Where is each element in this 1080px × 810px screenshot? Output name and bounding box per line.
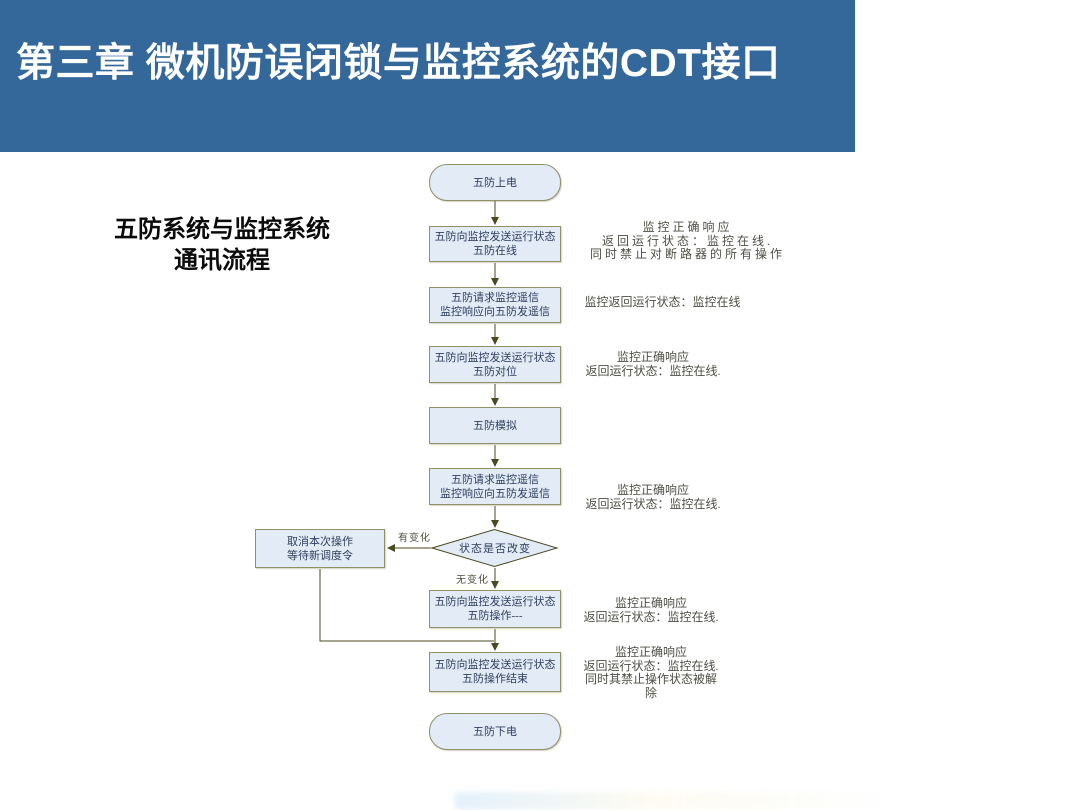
node-cancel: 取消本次操作 等待新调度令 (255, 529, 385, 568)
node-request-telemetry-2: 五防请求监控遥信 监控响应向五防发遥信 (429, 468, 561, 505)
annotation-finish: 监控正确响应 返回运行状态：监控在线. 同时其禁止操作状态被解 除 (583, 645, 719, 700)
annotation-telemetry1: 监控返回运行状态：监控在线 (584, 295, 741, 309)
node-simulate: 五防模拟 (429, 407, 561, 444)
branch-label-unchanged: 无变化 (456, 575, 489, 586)
decision-diamond-shape (430, 528, 559, 568)
node-send-online: 五防向监控发送运行状态 五防在线 (429, 226, 561, 262)
annotation-telemetry2: 监控正确响应 返回运行状态：监控在线. (585, 483, 721, 511)
node-send-finish: 五防向监控发送运行状态 五防操作结束 (429, 652, 561, 692)
node-send-operate: 五防向监控发送运行状态 五防操作--- (429, 590, 561, 628)
connector-lines (319, 201, 559, 651)
page-title: 第三章 微机防误闭锁与监控系统的CDT接口 (16, 42, 781, 85)
bottom-shadow-artifact (455, 792, 895, 810)
flowchart-caption: 五防系统与监控系统 通讯流程 (114, 216, 330, 274)
node-start: 五防上电 (429, 164, 561, 201)
annotation-operate: 监控正确响应 返回运行状态：监控在线. (583, 596, 719, 624)
node-end: 五防下电 (429, 713, 561, 750)
node-request-telemetry-1: 五防请求监控遥信 监控响应向五防发遥信 (429, 287, 561, 323)
annotation-online: 监控正确响应 返回运行状态：监控在线. 同时禁止对断路器的所有操作 (589, 220, 785, 261)
branch-label-changed: 有变化 (398, 533, 431, 544)
node-decision: 状态是否改变 (459, 543, 531, 555)
node-send-align: 五防向监控发送运行状态 五防对位 (429, 346, 561, 383)
annotation-align: 监控正确响应 返回运行状态：监控在线. (585, 350, 721, 378)
slide-header: 第三章 微机防误闭锁与监控系统的CDT接口 (0, 0, 855, 152)
